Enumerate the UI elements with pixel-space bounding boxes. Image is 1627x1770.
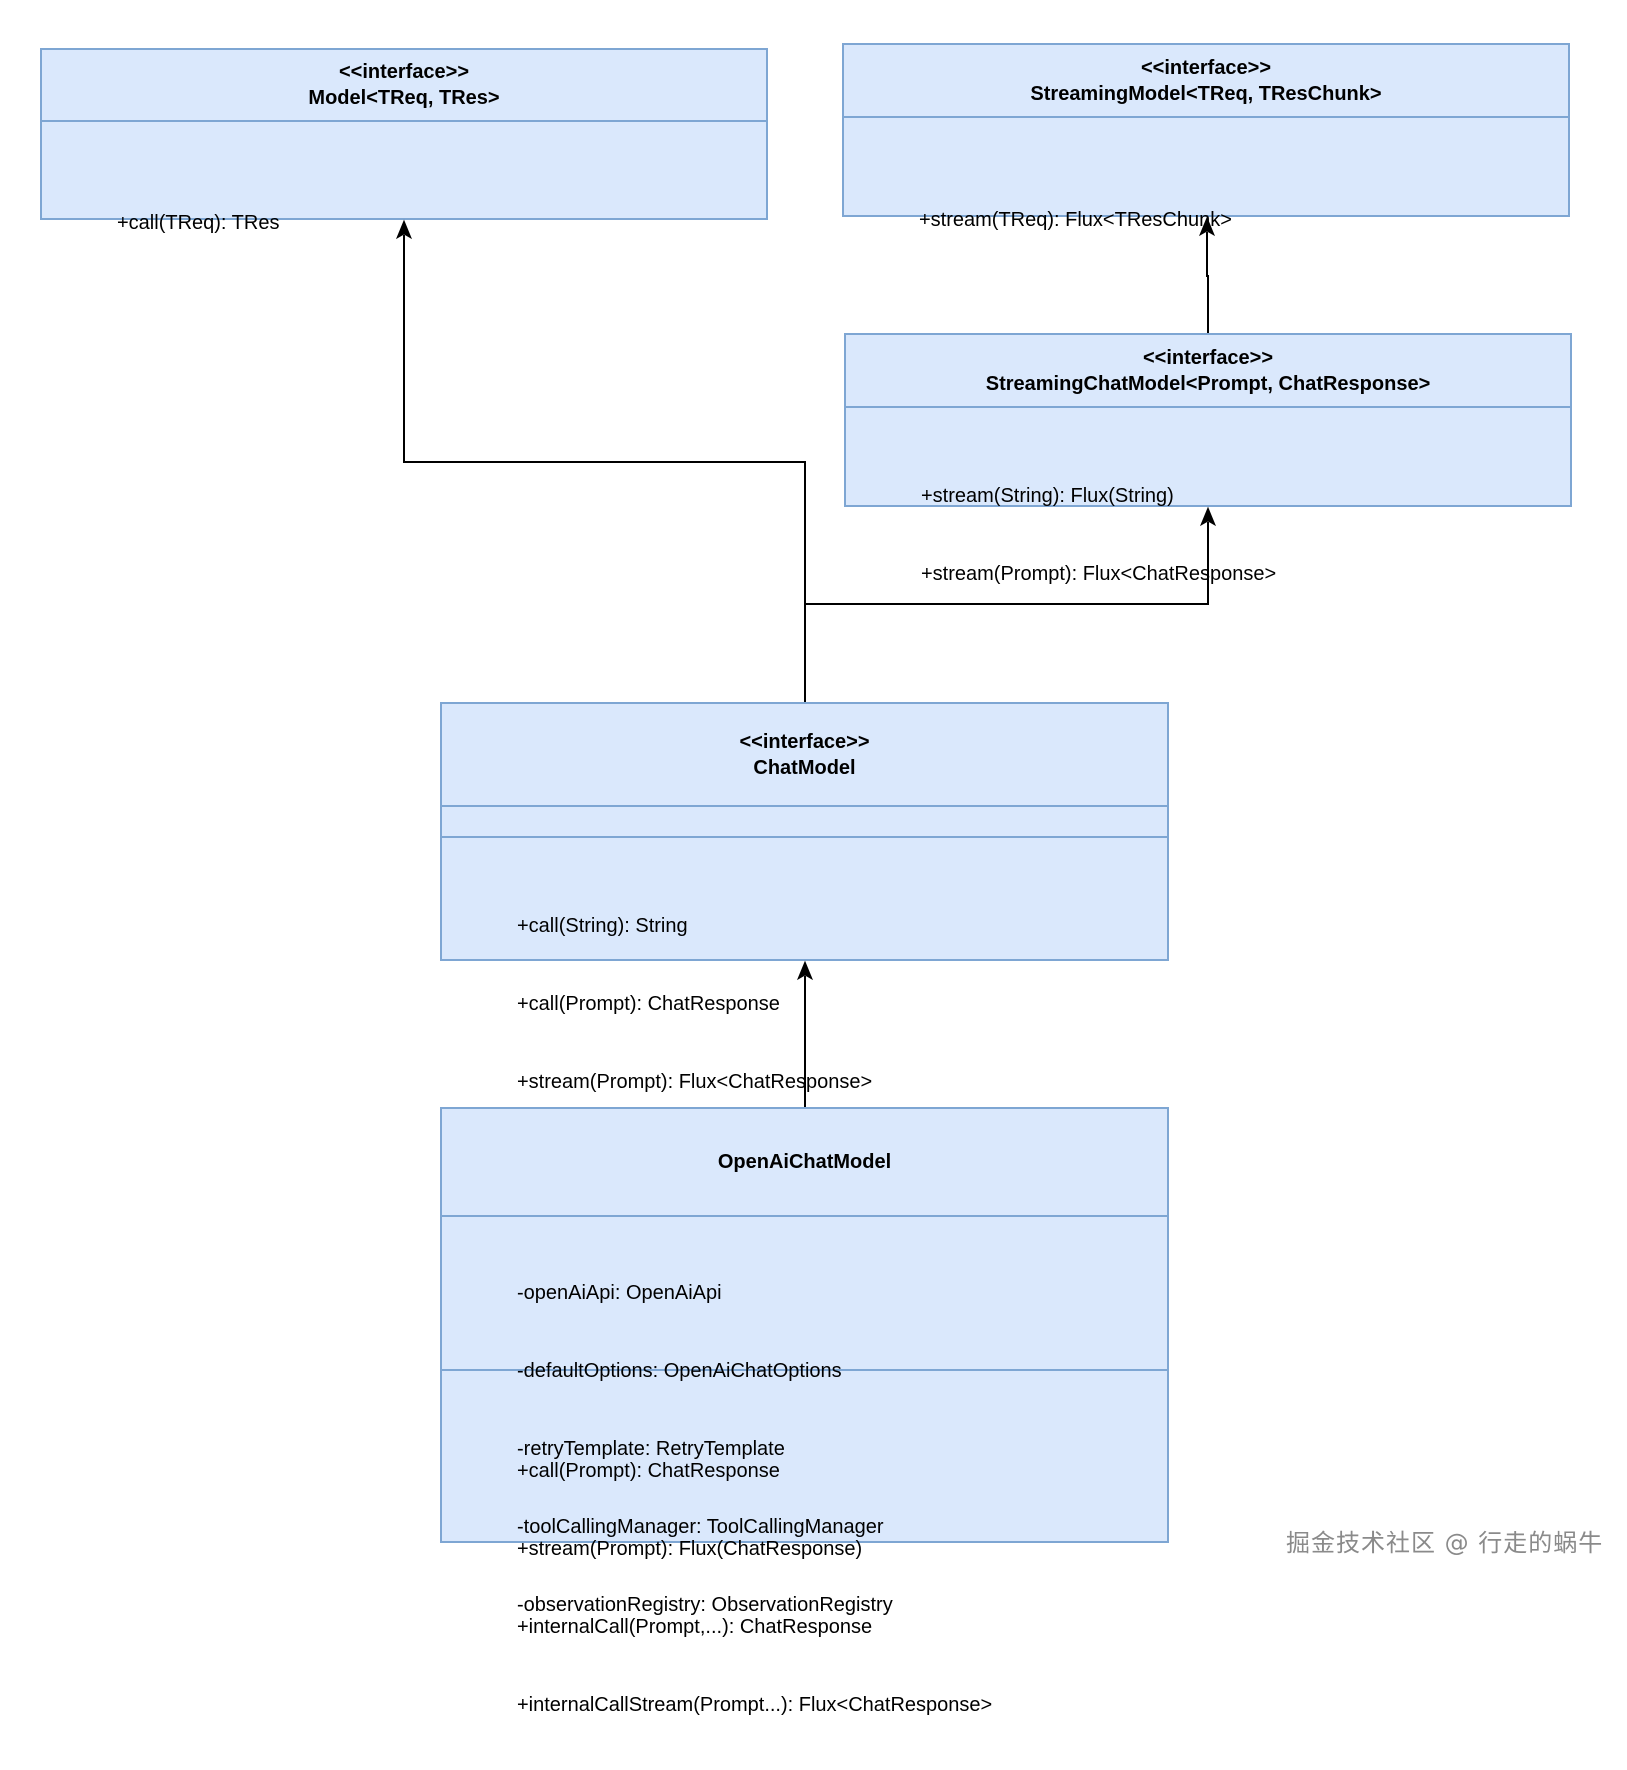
class-box-openai-chat-model[interactable]: OpenAiChatModel -openAiApi: OpenAiApi -d… [440,1107,1169,1716]
field-item: -toolCallingManager: ToolCallingManager [517,1516,884,1538]
class-name: OpenAiChatModel [717,1151,892,1173]
method-item: +call(Prompt): ChatResponse [517,1460,780,1482]
method-list: +call(String): String +call(Prompt): Cha… [517,861,872,1147]
method-item: +call(String): String [517,915,688,937]
class-header: OpenAiChatModel [442,1109,1167,1217]
edge-chatmodel-to-model [403,235,806,702]
method-item: +stream(String): Flux(String) [921,485,1174,507]
class-header: <<interface>> ChatModel [442,704,1167,807]
field-item: -openAiApi: OpenAiApi [517,1282,722,1304]
edge-streaming-chat-model-to-streaming-model [1206,232,1209,333]
class-name: ChatModel [753,756,856,779]
stereotype-label: <<interface>> [1142,346,1274,369]
field-item: -defaultOptions: OpenAiChatOptions [517,1360,842,1382]
watermark: 掘金技术社区 @ 行走的蜗牛 [1286,1529,1604,1557]
class-header: <<interface>> StreamingChatModel<Prompt,… [846,335,1570,408]
stereotype-label: <<interface>> [338,61,470,83]
method-item: +stream(Prompt): Flux<ChatResponse> [517,1071,873,1093]
method-item: +internalCall(Prompt,...): ChatResponse [517,1616,873,1638]
method-item: +internalCallStream(Prompt...): Flux<Cha… [517,1694,993,1716]
method-list: +call(TReq): TRes [117,158,279,288]
class-header: <<interface>> StreamingModel<TReq, TResC… [844,45,1568,118]
arrowhead [1198,216,1216,237]
class-name: Model<TReq, TRes> [308,87,500,109]
arrowhead [796,960,814,981]
method-item: +stream(TReq): Flux<TResChunk> [919,209,1232,231]
class-name: StreamingModel<TReq, TResChunk> [1030,82,1382,105]
method-list: +stream(String): Flux(String) +stream(Pr… [921,431,1276,639]
field-item: -retryTemplate: RetryTemplate [517,1438,785,1460]
attributes-section [442,807,1167,838]
inheritance-edges [395,216,1217,1107]
class-box-streaming-chat-model[interactable]: <<interface>> StreamingChatModel<Prompt,… [844,333,1572,585]
class-box-model[interactable]: <<interface>> Model<TReq, TRes> +call(TR… [40,48,768,234]
stereotype-label: <<interface>> [739,730,870,753]
method-item: +stream(Prompt): Flux<ChatResponse> [921,563,1277,585]
method-item: +call(Prompt): ChatResponse [517,993,780,1015]
edge-chatmodel-to-streaming-chat-model [805,522,1209,605]
class-box-streaming-model[interactable]: <<interface>> StreamingModel<TReq, TResC… [842,43,1570,231]
stereotype-label: <<interface>> [1140,56,1272,79]
class-box-chat-model[interactable]: <<interface>> ChatModel +call(String): S… [440,702,1169,1093]
method-item: +stream(Prompt): Flux(ChatResponse) [517,1538,863,1560]
method-list: +stream(TReq): Flux<TResChunk> [919,155,1232,285]
arrowhead [1199,506,1217,527]
class-header: <<interface>> Model<TReq, TRes> [42,50,766,122]
class-name: StreamingChatModel<Prompt, ChatResponse> [985,372,1431,395]
arrowhead [395,219,413,240]
method-item: +call(TReq): TRes [117,212,280,234]
